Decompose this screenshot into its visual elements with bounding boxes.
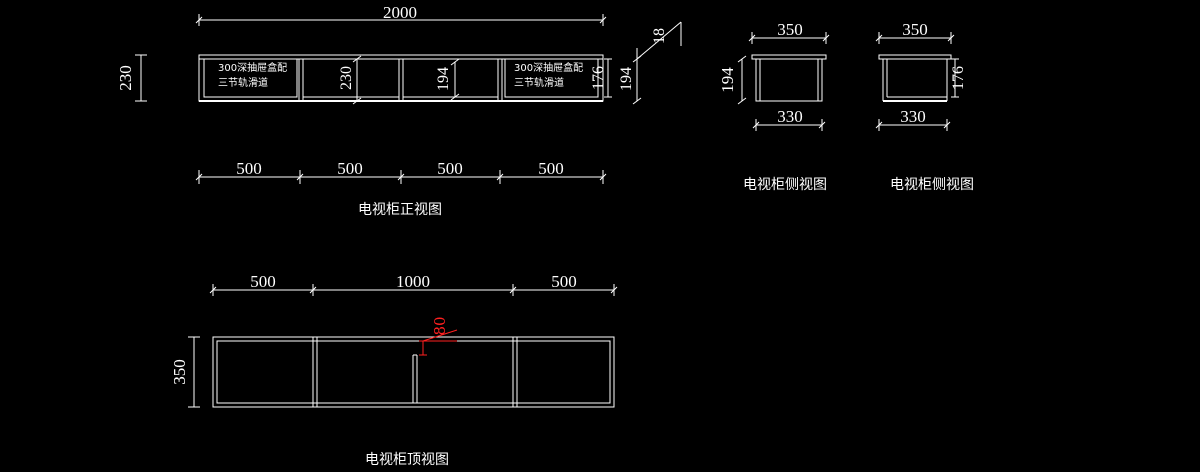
- front-bay-3-width: 500: [437, 159, 463, 178]
- front-inner-230-label: 230: [338, 66, 355, 90]
- top-red-80: 80: [431, 316, 449, 335]
- front-height-dimension: 230: [116, 54, 147, 102]
- side1-bottom-width: 330: [777, 107, 803, 126]
- side1-top-width: 350: [777, 20, 803, 39]
- front-right-176-label: 176: [590, 66, 607, 90]
- top-width-3: 500: [551, 272, 577, 291]
- top-red-dimension: 80: [419, 316, 458, 356]
- side-view-2: 350 176 330 电视柜侧视图: [875, 20, 974, 193]
- front-overall-width: 2000: [383, 3, 417, 22]
- drawer-note-right-line2: 三节轨滑道: [514, 76, 564, 89]
- side1-height: 194: [718, 67, 737, 93]
- top-width-1: 500: [250, 272, 276, 291]
- front-height-label: 230: [116, 65, 135, 91]
- front-overall-dimension: 2000: [195, 3, 607, 26]
- side2-bottom-width: 330: [900, 107, 926, 126]
- front-inner-dimension-194: 194: [435, 58, 460, 101]
- top-view: 500 1000 500 350 80 电视柜顶视图: [170, 272, 618, 468]
- drawer-note-left-line2: 三节轨滑道: [218, 76, 268, 89]
- top-view-title: 电视柜顶视图: [365, 452, 449, 468]
- side2-top-width: 350: [902, 20, 928, 39]
- front-inner-194-label: 194: [435, 67, 452, 91]
- front-bay-2-width: 500: [337, 159, 363, 178]
- front-right-194-label: 194: [618, 67, 635, 91]
- front-bay-4-width: 500: [538, 159, 564, 178]
- drawer-note-left-line1: 300深抽屉盒配: [218, 61, 287, 74]
- front-view-title: 电视柜正视图: [358, 202, 442, 218]
- side2-height: 176: [950, 66, 967, 90]
- front-top-thickness-label: 18: [651, 28, 668, 44]
- front-cabinet-body: [198, 54, 604, 102]
- top-width-2: 1000: [396, 272, 430, 291]
- top-depth-label: 350: [170, 359, 189, 385]
- side-view-2-title: 电视柜侧视图: [890, 177, 974, 193]
- front-view: 2000 230 300深抽: [116, 3, 682, 218]
- side-view-1-title: 电视柜侧视图: [743, 177, 827, 193]
- front-bay-1-width: 500: [236, 159, 262, 178]
- front-right-dimensions: 176 194 18: [590, 21, 682, 105]
- front-inner-dimension-230: 230: [338, 55, 362, 105]
- front-bay-dimensions: 500 500 500 500: [195, 159, 607, 184]
- drawer-note-right-line1: 300深抽屉盒配: [514, 61, 583, 74]
- side-view-1: 350 194 330 电视柜侧视图: [718, 20, 830, 193]
